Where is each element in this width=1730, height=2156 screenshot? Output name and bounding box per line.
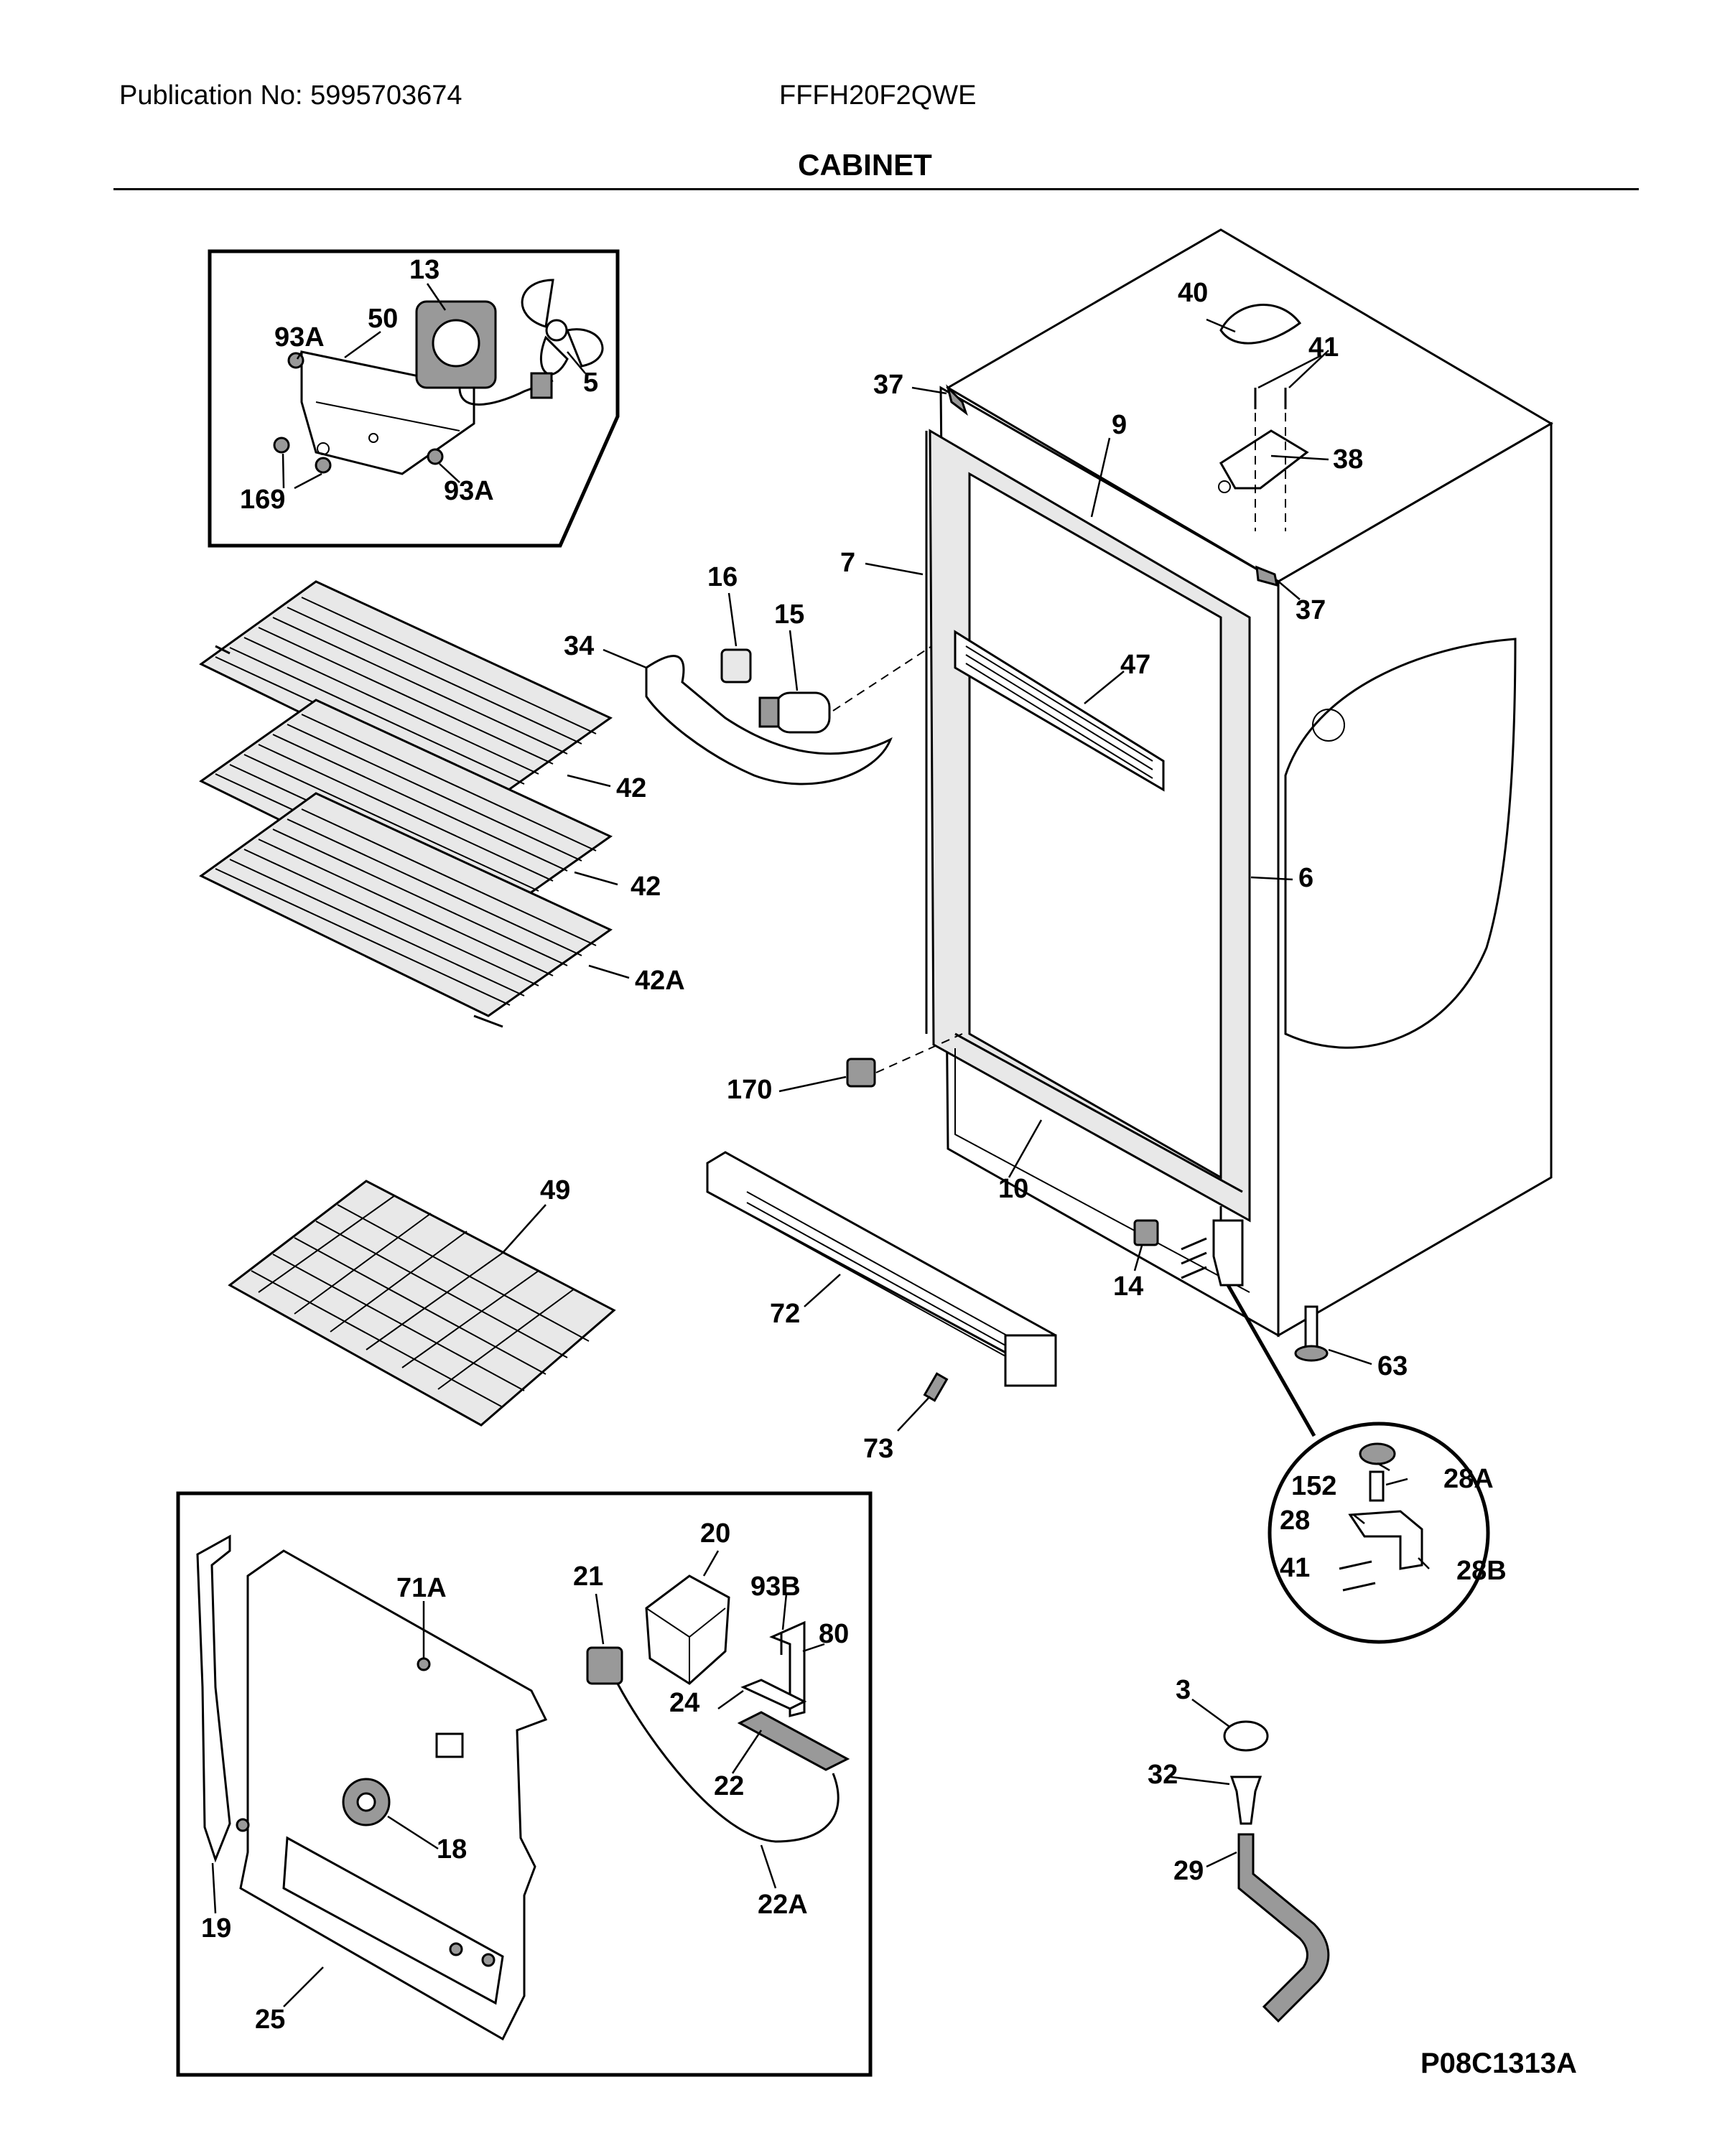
bottom-hinge [1212, 1219, 1244, 1287]
callout-18: 18 [437, 1834, 467, 1865]
callout-20: 20 [700, 1518, 730, 1549]
fan-motor-inset [208, 249, 620, 548]
hinge-cover [1219, 304, 1302, 345]
callout-24: 24 [669, 1688, 699, 1718]
callout-7: 7 [840, 548, 855, 578]
defrost-heater [737, 1711, 850, 1771]
grille-screw [923, 1372, 949, 1402]
door-switch [1133, 1219, 1159, 1246]
callout-80: 80 [819, 1619, 849, 1649]
callout-34: 34 [564, 631, 594, 661]
callout-93B: 93B [750, 1572, 801, 1602]
callout-28: 28 [1280, 1506, 1310, 1536]
callout-93A: 93A [274, 322, 325, 353]
model-number: FFFH20F2QWE [779, 80, 977, 111]
callout-72: 72 [770, 1299, 800, 1329]
screw-icon [273, 437, 290, 454]
screw-icon [427, 448, 444, 465]
wire-shelves [199, 580, 630, 1028]
publication-number: Publication No: 5995703674 [119, 80, 462, 111]
callout-169: 169 [240, 485, 285, 515]
callout-32: 32 [1148, 1760, 1178, 1790]
leveling-leg [1294, 1305, 1372, 1366]
drain-assembly [1170, 1698, 1330, 2023]
header-rule [113, 188, 1639, 190]
screw-icon [417, 1657, 431, 1671]
defrost-cover [645, 1574, 730, 1685]
wire-shelf [199, 792, 613, 1028]
screw-icon [287, 352, 304, 369]
heater-clip [740, 1679, 807, 1710]
fan-blade [521, 279, 604, 375]
callout-38: 38 [1333, 444, 1363, 475]
callout-19: 19 [201, 1913, 231, 1943]
callout-16: 16 [707, 562, 738, 592]
callout-3: 3 [1176, 1675, 1191, 1705]
screw-icon [481, 1953, 496, 1967]
light-bulb [774, 691, 831, 734]
callout-6: 6 [1298, 863, 1313, 893]
defrost-timer [586, 1646, 623, 1685]
figure-code: P08C1313A [1420, 2048, 1577, 2079]
callout-42: 42 [631, 872, 661, 902]
thermostat-knob [846, 1058, 876, 1088]
callout-49: 49 [540, 1175, 570, 1205]
drain-plug [1223, 1720, 1269, 1752]
screw-icon [315, 457, 332, 474]
callout-13: 13 [409, 255, 440, 285]
callout-40: 40 [1178, 278, 1208, 308]
callout-14: 14 [1113, 1271, 1143, 1302]
callout-37: 37 [1296, 595, 1326, 625]
heater-bracket [769, 1620, 806, 1717]
callout-47: 47 [1120, 650, 1150, 680]
callout-50: 50 [368, 304, 398, 334]
callout-41: 41 [1308, 332, 1339, 363]
callout-28A: 28A [1443, 1464, 1494, 1494]
callout-152: 152 [1291, 1471, 1336, 1501]
hinge-detail-inset [1268, 1422, 1490, 1644]
callout-5: 5 [583, 368, 598, 398]
callout-9: 9 [1112, 410, 1127, 440]
callout-41: 41 [1280, 1553, 1310, 1583]
light-socket [720, 648, 752, 683]
screw-icon [236, 1818, 250, 1832]
callout-29: 29 [1173, 1856, 1204, 1886]
callout-42A: 42A [635, 966, 685, 996]
callout-71A: 71A [396, 1573, 447, 1603]
evaporator-cover [239, 1549, 548, 2041]
callout-25: 25 [255, 2005, 285, 2035]
evaporator-cover-inset [176, 1491, 873, 2077]
drain-tube [1237, 1833, 1330, 2023]
drain-fitting [1229, 1775, 1262, 1825]
callout-28B: 28B [1456, 1556, 1507, 1586]
callout-21: 21 [573, 1562, 603, 1592]
callout-42: 42 [616, 773, 646, 803]
section-title: CABINET [798, 148, 932, 182]
callout-73: 73 [863, 1434, 893, 1464]
heater-wire [616, 1683, 840, 1843]
light-shield [645, 655, 893, 785]
callout-15: 15 [774, 599, 804, 630]
callout-170: 170 [727, 1075, 772, 1105]
screw-icon [449, 1942, 463, 1956]
toe-grille [706, 1151, 1057, 1387]
rear-condenser [1284, 638, 1517, 1049]
callout-63: 63 [1377, 1351, 1408, 1381]
callout-93A: 93A [444, 476, 494, 506]
callout-10: 10 [998, 1174, 1028, 1204]
freezer-basket [228, 1180, 616, 1427]
callout-22A: 22A [758, 1890, 808, 1920]
callout-37: 37 [873, 370, 903, 400]
callout-22: 22 [714, 1771, 744, 1801]
cabinet [865, 228, 1553, 1338]
cover-seal [196, 1534, 231, 1863]
